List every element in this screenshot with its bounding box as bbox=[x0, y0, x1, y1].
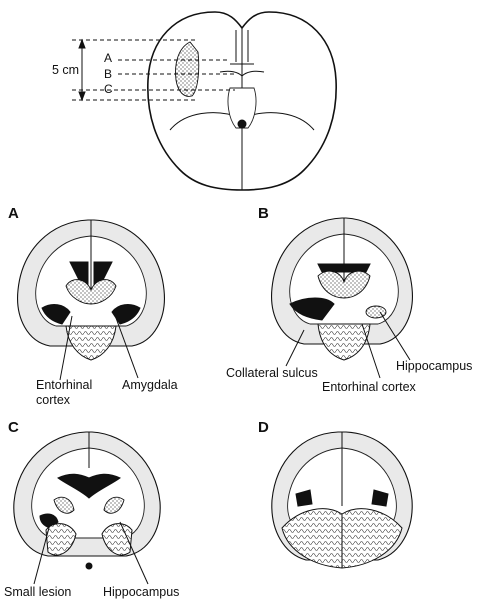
panel-c: C Small lesion Hippocampus bbox=[4, 419, 179, 599]
optic-nerves bbox=[219, 30, 265, 77]
panel-d: D bbox=[258, 419, 413, 569]
panel-c-thalamus-right bbox=[103, 496, 125, 514]
panel-c-cerebellum-left bbox=[45, 523, 77, 556]
panel-b-label-hippocampus: Hippocampus bbox=[396, 359, 472, 373]
panel-a-label-amygdala: Amygdala bbox=[122, 378, 178, 392]
brainstem bbox=[227, 87, 257, 129]
panel-b-brainstem bbox=[317, 323, 371, 361]
panel-b-ventricle bbox=[317, 263, 371, 273]
panel-b-pointer-hippocampus bbox=[379, 311, 411, 361]
section-letter-c: C bbox=[104, 82, 113, 96]
scale-arrow-down bbox=[78, 91, 86, 102]
panel-d-ventricle-right bbox=[371, 489, 389, 507]
panel-c-ventricle bbox=[57, 473, 121, 499]
panel-c-pointer-lesion bbox=[33, 523, 51, 585]
panel-a-pointer-entorhinal bbox=[59, 315, 73, 381]
panel-c-label-hippocampus: Hippocampus bbox=[103, 585, 179, 599]
scale-label: 5 cm bbox=[52, 63, 79, 77]
ventral-brain-diagram: 5 cm A B C bbox=[52, 11, 337, 191]
panel-b-pointer-entorhinal bbox=[361, 323, 381, 379]
panel-letter-b: B bbox=[258, 205, 269, 222]
panel-c-brainstem-dot bbox=[85, 562, 93, 570]
panel-a-lesion-left bbox=[41, 304, 71, 325]
panel-a-brainstem bbox=[65, 325, 117, 361]
panel-a-label-entorhinal: Entorhinal bbox=[36, 378, 92, 392]
scale-arrow-up bbox=[78, 38, 86, 49]
panel-c-pointer-hippocampus bbox=[119, 521, 149, 585]
panel-b-pointer-collateral bbox=[285, 329, 305, 367]
section-letter-b: B bbox=[104, 67, 112, 81]
panel-b-hippocampus bbox=[365, 305, 387, 319]
panel-a-pointer-amygdala bbox=[115, 317, 139, 379]
panel-letter-c: C bbox=[8, 419, 19, 436]
medulla-dot bbox=[237, 119, 247, 129]
panel-letter-d: D bbox=[258, 419, 269, 436]
panel-a: A Entorhinal cortex Amygdala bbox=[8, 205, 178, 407]
temporal-lobe-shade bbox=[175, 41, 200, 97]
panel-letter-a: A bbox=[8, 205, 19, 222]
panel-a-label-cortex: cortex bbox=[36, 393, 71, 407]
panel-b-label-collateral: Collateral sulcus bbox=[226, 366, 318, 380]
panel-b-thalamus bbox=[317, 270, 371, 299]
panel-a-thalamus bbox=[65, 279, 117, 305]
panel-d-ventricle-left bbox=[295, 489, 313, 507]
panel-c-label-small-lesion: Small lesion bbox=[4, 585, 71, 599]
panel-c-thalamus-left bbox=[53, 496, 75, 514]
panel-b: B Collateral sulcus Entorhinal cortex Hi… bbox=[226, 205, 472, 394]
section-letter-a: A bbox=[104, 51, 112, 65]
panel-b-lesion bbox=[289, 297, 335, 321]
panel-b-label-entorhinal: Entorhinal cortex bbox=[322, 380, 417, 394]
